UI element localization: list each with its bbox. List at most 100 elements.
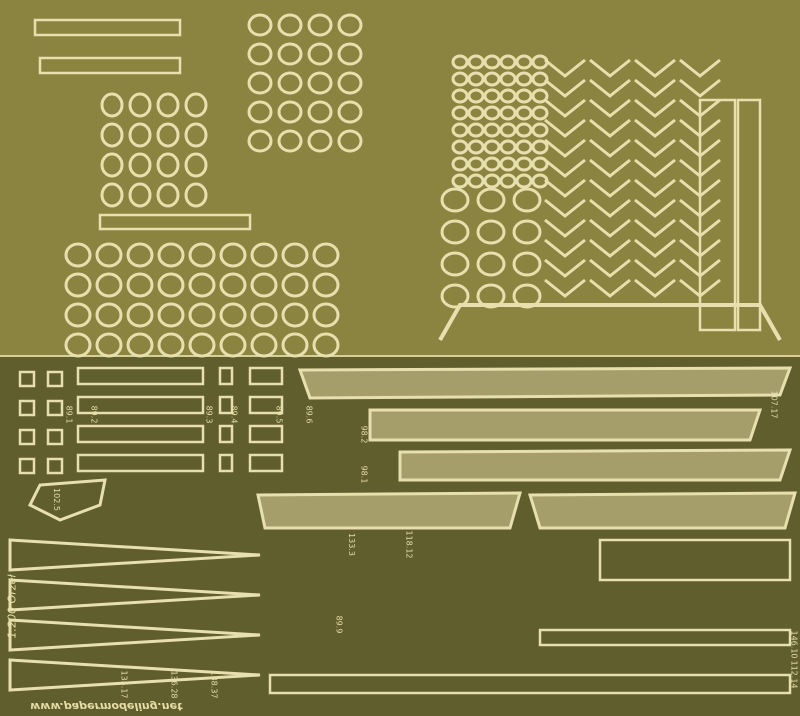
ring-part: [483, 139, 501, 155]
ring-part: [95, 272, 123, 298]
rect-part: [268, 673, 792, 695]
ring-part: [451, 139, 469, 155]
ring-part: [499, 88, 517, 104]
ring-part: [307, 13, 333, 37]
rect-part: [33, 18, 182, 37]
ring-part: [451, 88, 469, 104]
ring-part: [277, 13, 303, 37]
ring-part: [277, 100, 303, 124]
ring-part: [531, 105, 549, 121]
ring-part: [126, 242, 154, 268]
ring-part: [184, 92, 208, 118]
ring-part: [499, 105, 517, 121]
ring-part: [483, 88, 501, 104]
ring-part: [184, 152, 208, 178]
ring-part: [277, 129, 303, 153]
ring-part: [312, 272, 340, 298]
ring-part: [247, 100, 273, 124]
rect-part: [538, 628, 792, 647]
part-number: 138.37: [209, 670, 219, 699]
rect-part: [46, 370, 64, 388]
ring-part: [156, 122, 180, 148]
ring-part: [100, 122, 124, 148]
rect-part: [218, 424, 234, 444]
part-number: 136.28: [169, 670, 179, 699]
ring-part: [515, 122, 533, 138]
ring-part: [184, 122, 208, 148]
ring-part: [476, 251, 506, 277]
part-number: 89.4: [229, 405, 239, 424]
ring-part: [247, 13, 273, 37]
rect-part: [248, 453, 284, 473]
rect-part: [218, 366, 234, 386]
chain-part: [544, 58, 586, 298]
part-number: 89.6: [304, 405, 314, 424]
rect-part: [736, 98, 762, 332]
part-number: 89.9: [334, 615, 344, 634]
rect-part: [98, 213, 252, 231]
ring-part: [250, 302, 278, 328]
ring-part: [451, 54, 469, 70]
ring-part: [157, 332, 185, 358]
ring-part: [467, 173, 485, 189]
ring-part: [515, 88, 533, 104]
rect-part: [248, 424, 284, 444]
upper-fret: [0, 0, 800, 355]
ring-part: [95, 242, 123, 268]
ring-part: [531, 88, 549, 104]
ring-part: [499, 71, 517, 87]
ring-part: [247, 42, 273, 66]
ring-part: [499, 139, 517, 155]
ring-part: [499, 156, 517, 172]
ring-part: [440, 219, 470, 245]
rect-part: [38, 56, 182, 75]
ring-part: [128, 152, 152, 178]
ring-part: [499, 173, 517, 189]
ring-part: [483, 105, 501, 121]
ring-part: [531, 139, 549, 155]
ring-part: [512, 251, 542, 277]
ring-part: [64, 242, 92, 268]
ring-part: [515, 54, 533, 70]
ring-part: [219, 302, 247, 328]
blade-part: [8, 578, 261, 612]
ring-part: [64, 332, 92, 358]
mesh-panel: [256, 491, 522, 530]
part-number: 135.17: [119, 670, 129, 699]
rect-part: [76, 424, 205, 444]
mesh-panel: [368, 408, 763, 442]
ring-part: [515, 156, 533, 172]
ring-part: [100, 92, 124, 118]
part-number: 146.10: [789, 630, 799, 659]
part-number: 98.2: [359, 425, 369, 444]
blade-part: [8, 538, 261, 572]
ring-part: [219, 332, 247, 358]
ring-part: [128, 92, 152, 118]
ring-part: [440, 283, 470, 309]
ring-part: [467, 139, 485, 155]
ring-part: [64, 302, 92, 328]
ring-part: [515, 139, 533, 155]
rect-part: [76, 395, 205, 415]
rect-part: [18, 370, 36, 388]
rect-part: [18, 457, 36, 475]
ring-part: [476, 219, 506, 245]
blade-part: [8, 658, 261, 692]
mesh-panel: [527, 491, 797, 530]
ring-part: [515, 71, 533, 87]
rect-part: [248, 366, 284, 386]
ring-part: [440, 187, 470, 213]
ring-part: [451, 122, 469, 138]
ring-part: [157, 302, 185, 328]
ring-part: [476, 187, 506, 213]
ring-part: [219, 242, 247, 268]
ring-part: [219, 272, 247, 298]
chain-part: [634, 58, 676, 298]
rect-part: [46, 457, 64, 475]
part-number: 133.3: [346, 533, 356, 556]
ring-part: [128, 182, 152, 208]
ring-part: [126, 302, 154, 328]
rect-part: [76, 453, 205, 473]
